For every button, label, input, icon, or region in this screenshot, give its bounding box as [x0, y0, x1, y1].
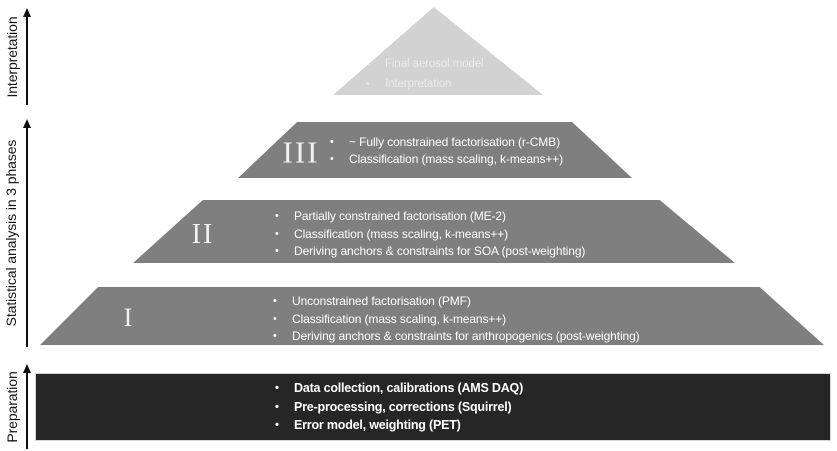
statistical-analysis-up-arrow-icon — [22, 119, 31, 347]
list-item: Unconstrained factorisation (PMF) — [273, 293, 640, 311]
phase-3-item-list: ~ Fully constrained factorisation (r-CMB… — [330, 134, 563, 168]
list-item: Data collection, calibrations (AMS DAQ) — [275, 379, 523, 398]
list-item: Deriving anchors & constraints for anthr… — [273, 328, 640, 345]
pyramid-base-bar: Data collection, calibrations (AMS DAQ) … — [36, 374, 830, 440]
phase-1-numeral: I — [123, 303, 133, 332]
list-item: Deriving anchors & constraints for SOA (… — [275, 243, 585, 261]
list-item: Classification (mass scaling, k-means++) — [275, 226, 585, 244]
list-item: Classification (mass scaling, k-means++) — [273, 311, 640, 329]
pyramid-apex-triangle: Final aerosol model Interpretation — [333, 7, 543, 95]
pyramid-phase-1-layer: I Unconstrained factorisation (PMF) Clas… — [40, 287, 824, 345]
preparation-up-arrow-icon — [22, 364, 31, 449]
list-item: Partially constrained factorisation (ME-… — [275, 208, 585, 226]
list-item: Error model, weighting (PET) — [275, 416, 523, 435]
interpretation-up-arrow-icon — [22, 8, 31, 105]
phase-2-item-list: Partially constrained factorisation (ME-… — [275, 208, 585, 261]
apex-item-list: Final aerosol model Interpretation — [366, 55, 484, 95]
base-item-list: Data collection, calibrations (AMS DAQ) … — [275, 379, 523, 435]
pyramid-phase-3-layer: III ~ Fully constrained factorisation (r… — [238, 122, 632, 178]
list-item: Final aerosol model — [366, 55, 484, 75]
list-item: Classification (mass scaling, k-means++) — [330, 151, 563, 168]
axis-label-interpretation: Interpretation — [4, 16, 20, 98]
phase-1-item-list: Unconstrained factorisation (PMF) Classi… — [273, 293, 640, 345]
list-item: Pre-processing, corrections (Squirrel) — [275, 398, 523, 417]
pyramid-phase-2-layer: II Partially constrained factorisation (… — [133, 200, 735, 263]
axis-label-preparation: Preparation — [4, 371, 20, 443]
axis-label-statistical-analysis: Statistical analysis in 3 phases — [3, 139, 19, 327]
list-item: ~ Fully constrained factorisation (r-CMB… — [330, 134, 563, 151]
list-item: Interpretation — [366, 75, 483, 95]
phase-2-numeral: II — [191, 219, 215, 250]
phase-3-numeral: III — [282, 134, 320, 170]
